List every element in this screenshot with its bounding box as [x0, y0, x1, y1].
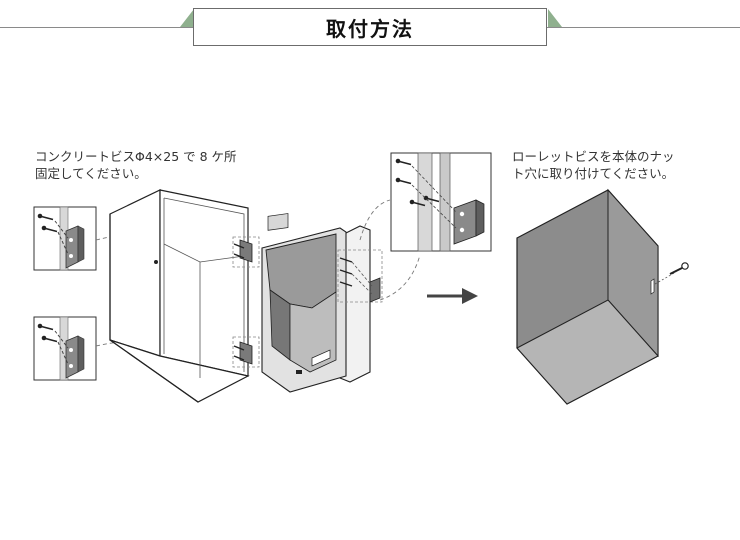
header-tab-left	[180, 9, 194, 27]
step-arrow-icon	[427, 288, 478, 304]
panel-bracket	[369, 277, 381, 303]
instruction-step2-line1: ローレットビスを本体のナッ	[512, 149, 675, 164]
closed-box	[516, 188, 659, 405]
back-mounting-panel	[261, 213, 371, 393]
knurled-screw-icon	[654, 262, 689, 285]
detail-inset-zoom	[390, 152, 492, 252]
page-title: 取付方法	[193, 8, 547, 46]
instruction-step2: ローレットビスを本体のナッ ト穴に取り付けてください。	[512, 148, 675, 182]
open-box-shell	[109, 189, 250, 403]
instruction-step1: コンクリートビスΦ4×25 で 8 ケ所 固定してください。	[35, 148, 237, 182]
bracket-upper	[239, 239, 253, 263]
instruction-step2-line2: ト穴に取り付けてください。	[512, 166, 675, 181]
callout-box-upper	[232, 236, 260, 268]
detail-inset-lower	[33, 316, 97, 381]
header-tab-right	[548, 9, 562, 27]
callout-box-panel	[337, 249, 383, 303]
instruction-step1-line1: コンクリートビスΦ4×25 で 8 ケ所	[35, 149, 237, 164]
detail-inset-upper	[33, 206, 97, 271]
bracket-lower	[239, 341, 253, 365]
callout-box-lower	[232, 336, 260, 368]
instruction-step1-line2: 固定してください。	[35, 166, 147, 181]
